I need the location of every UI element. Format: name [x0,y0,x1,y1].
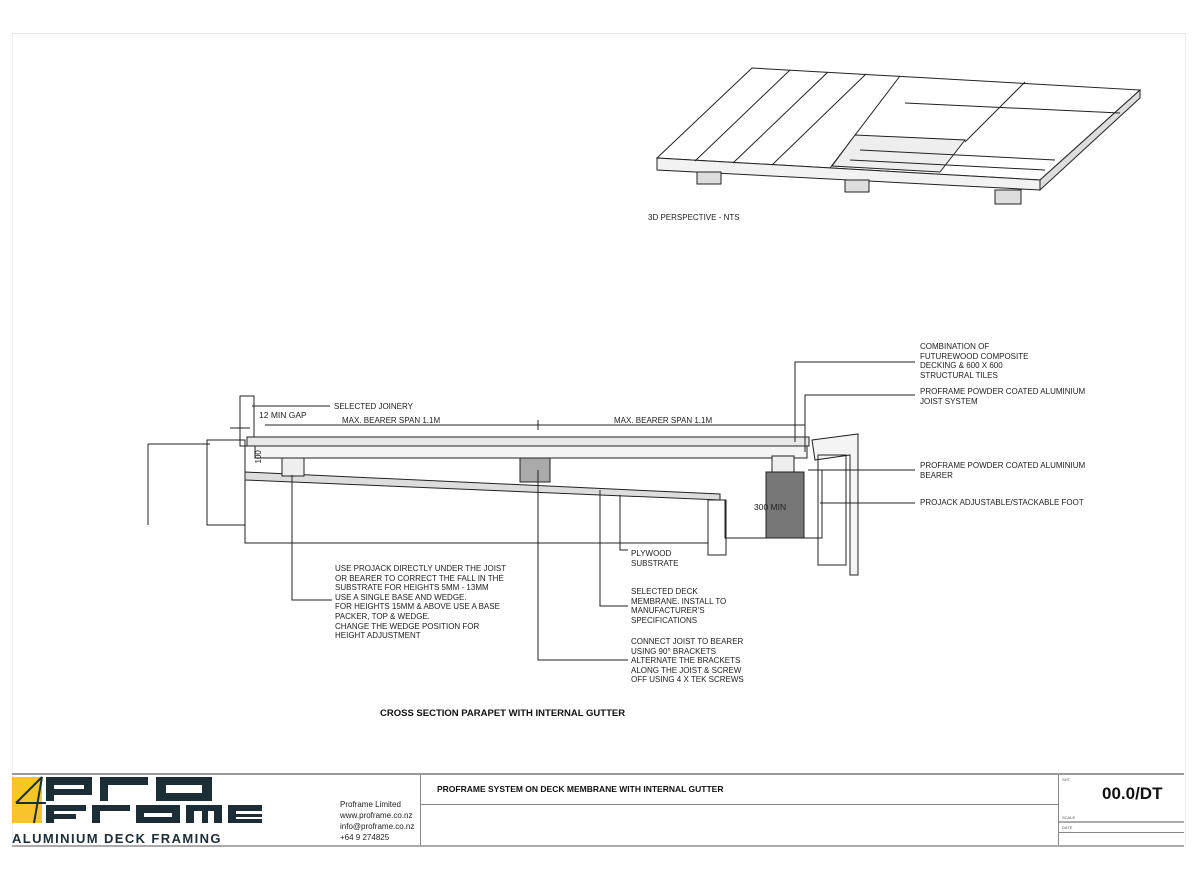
company-info: Proframe Limited www.proframe.co.nz info… [340,799,414,843]
label-bracket: CONNECT JOIST TO BEARER USING 90° BRACKE… [631,637,744,685]
divider [421,804,1058,805]
section-title: CROSS SECTION PARAPET WITH INTERNAL GUTT… [380,708,626,719]
label-decking: COMBINATION OF FUTUREWOOD COMPOSITE DECK… [920,342,1029,380]
perspective-drawing [655,67,1142,205]
date-label: DATE [1062,825,1073,830]
company-phone: +64 9 274825 [340,833,390,842]
sheet-label: SHT [1062,777,1070,782]
scale-label: SCALE [1062,815,1076,820]
project-title: PROFRAME SYSTEM ON DECK MEMBRANE WITH IN… [437,784,724,794]
dim-height: 100 [253,450,263,464]
divider [1059,821,1184,823]
sheet-number: 00.0/DT [1102,784,1163,803]
perspective-caption: 3D PERSPECTIVE - NTS [648,213,740,222]
dim-gap: 12 MIN GAP [259,410,307,420]
label-joinery: SELECTED JOINERY [334,402,413,411]
dim-gutter: 300 MIN [754,502,787,512]
label-projack: USE PROJACK DIRECTLY UNDER THE JOIST OR … [335,564,507,641]
divider [420,775,421,845]
dim-span-1: MAX. BEARER SPAN 1.1m [342,416,441,425]
logo-mark [12,776,262,824]
company-name: Proframe Limited [340,800,401,809]
logo-tagline: ALUMINIUM DECK FRAMING [12,831,222,846]
drawing-sheet [12,33,1186,845]
title-block: ALUMINIUM DECK FRAMING Proframe Limited … [12,773,1184,847]
divider [1059,832,1184,833]
company-email[interactable]: info@proframe.co.nz [340,822,415,831]
label-bearer: PROFRAME POWDER COATED ALUMINIUM BEARER [920,461,1086,480]
label-membrane: SELECTED DECK MEMBRANE. INSTALL TO MANUF… [631,587,727,625]
dim-span-2: MAX. BEARER SPAN 1.1m [614,416,713,425]
company-website[interactable]: www.proframe.co.nz [340,811,413,820]
label-foot: PROJACK ADJUSTABLE/STACKABLE FOOT [920,498,1084,507]
label-joist: PROFRAME POWDER COATED ALUMINIUM JOIST S… [920,387,1086,406]
label-plywood: PLYWOOD SUBSTRATE [631,549,679,568]
divider [1058,775,1059,845]
cross-section-drawing [147,361,915,661]
proframe-logo: ALUMINIUM DECK FRAMING [12,775,262,846]
